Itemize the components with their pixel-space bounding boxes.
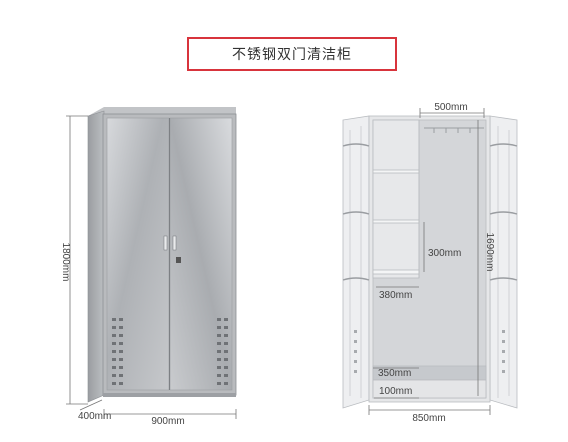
shelf-gap-label: 300mm: [428, 248, 461, 259]
door-straps: [342, 143, 518, 281]
left-door: [106, 117, 170, 391]
dimension-lines-left: [66, 115, 237, 419]
cabinet-closed: [87, 107, 237, 403]
shelf-width-label: 380mm: [379, 290, 412, 301]
door-vents: [354, 330, 505, 373]
width-label: 900mm: [151, 416, 184, 427]
product-title: 不锈钢双门清洁柜: [187, 37, 397, 71]
door-handle-icon: [172, 235, 177, 251]
bottom-rack-label: 350mm: [378, 368, 411, 379]
lock-icon: [176, 257, 181, 263]
height-label: 1800mm: [60, 243, 71, 282]
hook-rail: [424, 127, 484, 133]
right-door: [169, 117, 233, 391]
depth-label: 400mm: [78, 411, 111, 422]
bottom-box-label: 100mm: [379, 386, 412, 397]
inner-height-label: 1690mm: [484, 233, 495, 272]
vent-holes-left: [112, 318, 123, 385]
cabinet-open: [342, 115, 518, 409]
top-width-label: 500mm: [434, 102, 467, 113]
dimension-lines-right: [368, 108, 491, 415]
vent-holes-right: [217, 318, 228, 385]
total-width-label: 850mm: [412, 413, 445, 424]
door-handle-icon: [163, 235, 168, 251]
